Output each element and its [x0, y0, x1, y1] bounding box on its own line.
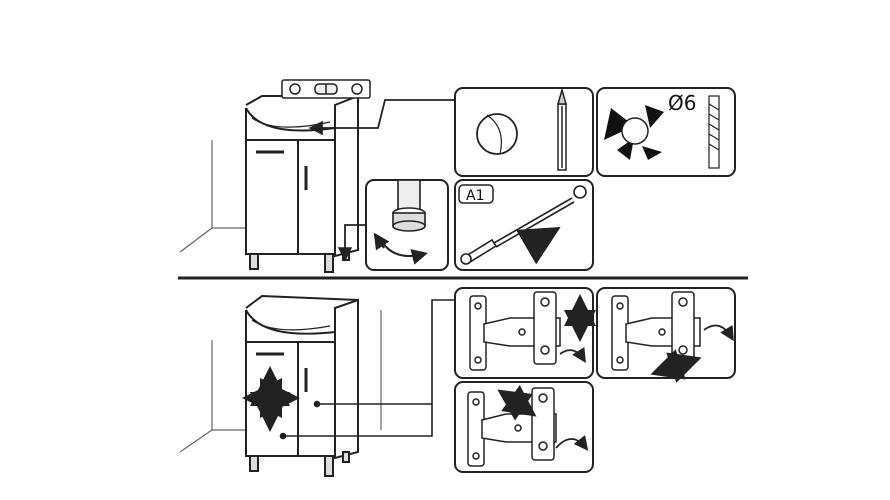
- drill-bit-icon: [708, 95, 720, 169]
- drill-cross-icon: [604, 105, 664, 160]
- pointer-line-leg: [337, 224, 366, 262]
- upper-wall-corner: [179, 140, 248, 253]
- spirit-level: [281, 79, 371, 99]
- move-arrows-icon: [242, 366, 300, 432]
- panel-drill-bit: Ø6: [596, 87, 736, 177]
- cabinet-lower: [245, 294, 359, 477]
- rotate-arrow-icon: [555, 435, 589, 451]
- hinge-pointer-lines: [279, 299, 455, 440]
- panel-hinge-vertical: [454, 287, 596, 379]
- panel-screwdriver: A1: [454, 179, 594, 271]
- tool-label: A1: [466, 188, 484, 204]
- rotate-arrow-icon: [559, 347, 586, 364]
- hinge-icon: [467, 387, 557, 467]
- pencil-icon: [557, 87, 567, 171]
- panel-hinge-depth: [454, 381, 594, 473]
- drill-diameter-label: Ø6: [668, 91, 696, 115]
- hinge-icon: [469, 291, 561, 371]
- screwdriver-icon: [460, 185, 587, 265]
- push-arrow-icon: [516, 226, 561, 265]
- cabinet-upper: [245, 94, 359, 273]
- hinge-icon: [611, 291, 701, 371]
- panel-hinge-horizontal: [596, 287, 736, 383]
- rotate-arrow-icon: [703, 324, 734, 342]
- lower-wall-corner: [179, 310, 382, 453]
- panel-wall-marking: [454, 87, 594, 177]
- hole-circle: [476, 113, 518, 155]
- pointer-line-basin: [308, 99, 458, 136]
- panel-adjustable-foot: [365, 179, 449, 271]
- foot-icon: [392, 179, 426, 232]
